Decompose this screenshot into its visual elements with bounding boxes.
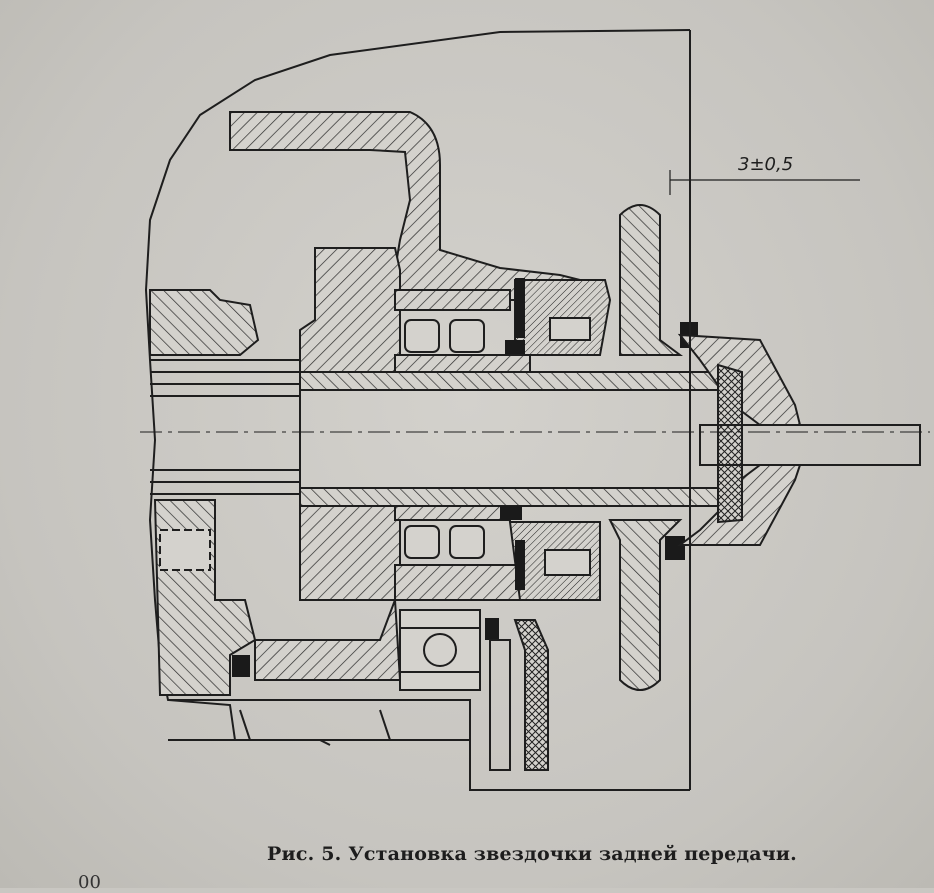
shaft-sleeve-top [299,371,721,391]
bearing-race-lower-2 [394,564,521,601]
lower-collar [239,709,391,741]
sprocket-upper [619,204,683,356]
lower-gear [254,599,402,681]
spline-shaft-lines [150,359,300,495]
housing-outline [144,29,691,746]
bearing-race-upper-2 [394,354,531,373]
hub-lower [299,493,401,601]
end-nut [717,363,743,524]
lower-left-slot [159,529,211,571]
shaft-sleeve-bottom [299,487,721,507]
sprocket-lower [608,519,683,691]
hub-upper [299,247,401,373]
output-shaft [699,424,921,466]
dimension-line [669,170,860,195]
bearing-race-lower [394,505,511,521]
roller-2 [449,319,485,353]
lower-plate [168,699,471,741]
ball [423,633,457,667]
dimension-label: 3±0,5 [738,154,793,175]
roller-3 [404,525,440,559]
bearing-race-upper [394,289,511,311]
upper-left-plate [149,289,260,356]
roller-4 [449,525,485,559]
roller-1 [404,319,440,353]
hollow-shaft [299,377,726,501]
page-number: 00 [78,872,101,893]
housing-casting [229,111,607,301]
figure-caption: Рис. 5. Установка звездочки задней перед… [0,843,934,865]
black-seal-rings [232,278,698,677]
caption-text: Рис. 5. Установка звездочки задней перед… [267,843,797,865]
lower-seal [513,619,549,771]
